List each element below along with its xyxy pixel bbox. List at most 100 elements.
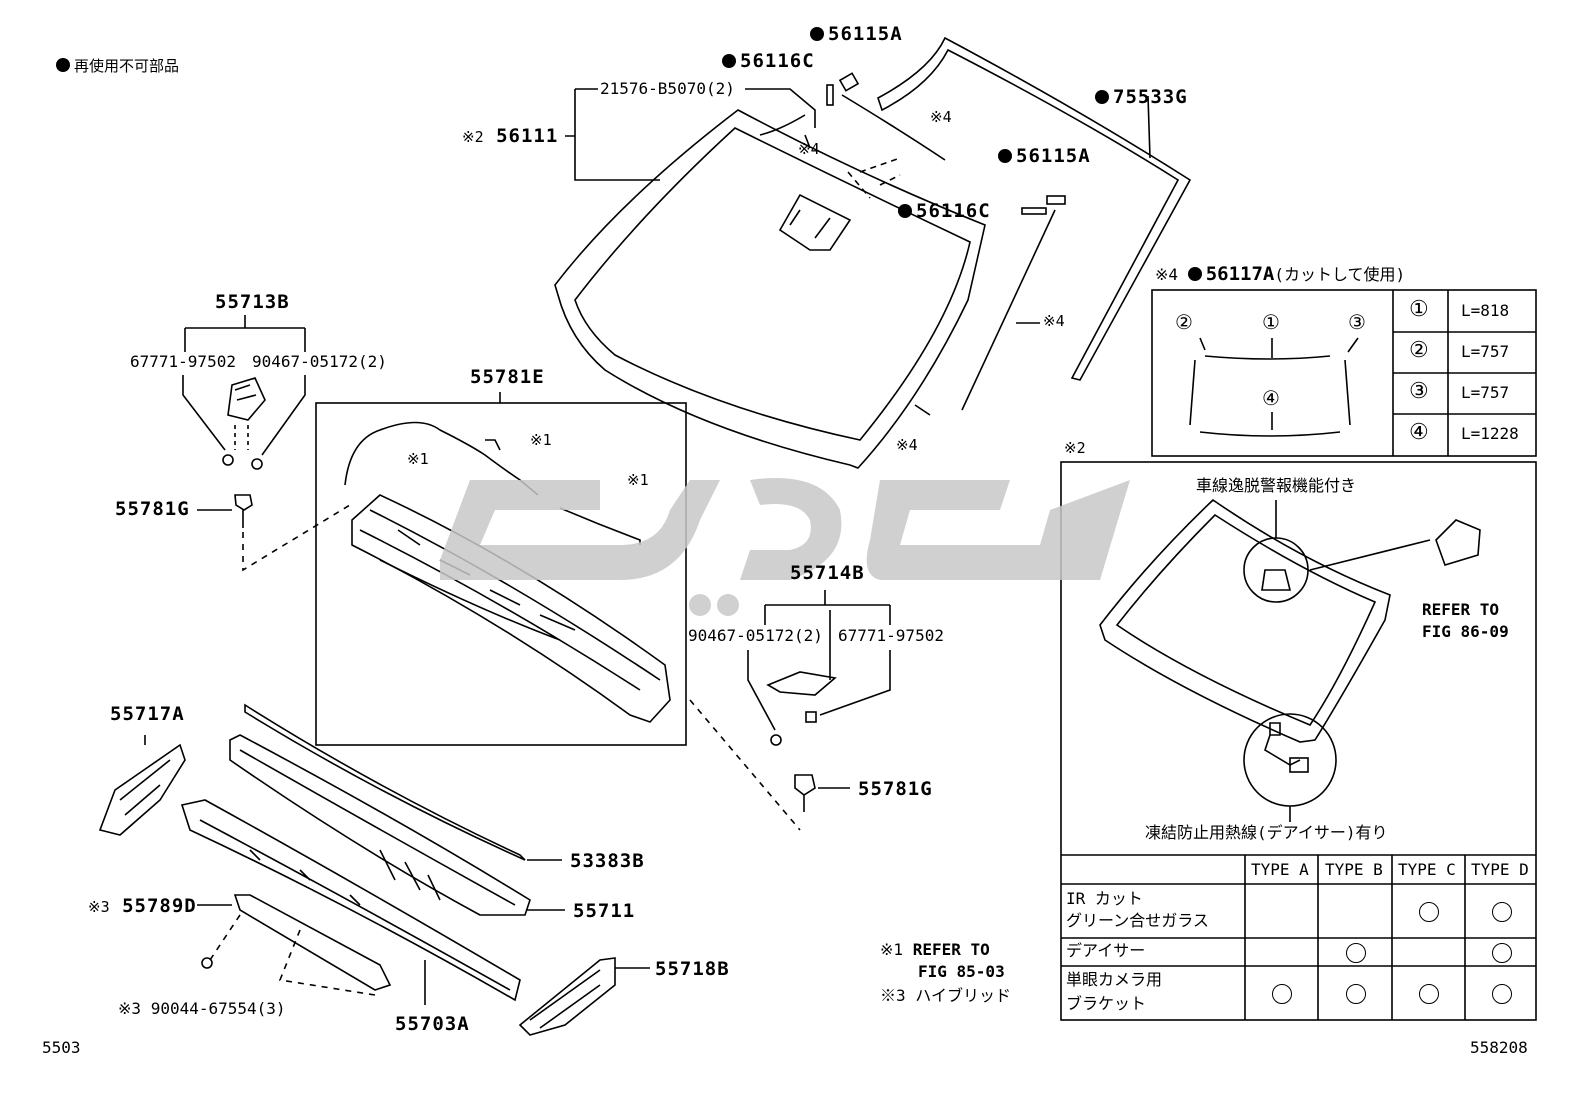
bullet-icon [1095,90,1109,104]
note-3: ※3 ハイブリッド [880,986,1011,1005]
type-row-label: デアイサー [1066,941,1146,960]
mark-4a: ※4 [930,108,952,126]
strip-diagram-num: ③ [1348,310,1366,334]
cowl-panel [351,494,671,723]
note-1-fig: FIG 85-03 [918,962,1005,981]
type-row-label: IR カット [1066,889,1143,908]
mark-2: ※2 [1064,439,1086,457]
label-53383B: 53383B [570,850,645,872]
watermark [440,478,1130,616]
legend-text: 再使用不可部品 [74,57,180,75]
mark-1c: ※1 [627,471,649,489]
type-row-label: 単眼カメラ用 [1066,970,1163,989]
inset-lane-label: 車線逸脱警報機能付き [1196,476,1357,495]
type-circle-mark [1492,902,1512,922]
mark-1a: ※1 [530,431,552,449]
type-header: TYPE C [1398,860,1456,879]
inset-box [1060,461,1537,1021]
strip-row-len: L=1228 [1461,424,1519,443]
cowl-top-55703A [180,799,521,1002]
bullet-icon [722,54,736,68]
inset-refer: REFER TO [1422,600,1500,619]
strip-row-len: L=818 [1461,301,1510,320]
strip-row-num: ② [1409,338,1429,363]
inset-windshield [1099,498,1391,743]
windshield-outer [554,109,986,469]
strip-diagram-num: ② [1175,310,1193,334]
bullet-icon [998,149,1012,163]
label-90467-right: 90467-05172(2) [688,626,823,645]
label-55781E: 55781E [470,366,545,388]
type-circle-mark [1419,902,1439,922]
note-1: ※1 REFER TO [880,940,990,959]
footer-left-code: 5503 [42,1038,81,1057]
inset-deicer-label: 凍結防止用熱線(デアイサー)有り [1145,823,1388,842]
bracket-55714B [766,671,837,696]
camera-cover [1435,519,1481,566]
label-56115A-mid: 56115A [998,147,1091,166]
panel-55789D [233,894,392,991]
strip-title: ※4 56117A(カットして使用) [1155,263,1406,285]
legend: 再使用不可部品 [56,58,179,74]
windshield-inner [574,127,971,441]
bullet-icon [810,27,824,41]
type-circle-mark [1419,984,1439,1004]
label-90044: ※3 90044-67554(3) [118,999,286,1018]
type-header: TYPE B [1325,860,1383,879]
bolt-55781G-right [794,774,816,812]
weatherstrip-53383B [244,703,526,861]
inset-refer-fig: FIG 86-09 [1422,622,1509,641]
label-67771-left: 67771-97502 [130,352,236,371]
type-circle-mark [1492,943,1512,963]
strip-row-num: ① [1409,297,1429,322]
bullet-icon [56,58,70,72]
type-circle-mark [1346,943,1366,963]
strip-left [759,114,806,136]
strip-diagram-num: ④ [1262,386,1280,410]
label-55713B: 55713B [215,291,290,313]
type-row-label: ブラケット [1066,994,1147,1013]
label-75533G: 75533G [1095,88,1188,107]
label-56116C-mid: 56116C [898,202,991,221]
strip-row-len: L=757 [1461,342,1510,361]
strip-row-num: ④ [1409,420,1429,445]
label-56111: ※2 56111 [462,125,559,147]
bracket-55718B [518,957,616,1036]
mark-4b: ※4 [798,140,820,158]
label-55789D: ※3 55789D [88,895,197,917]
label-55703A: 55703A [395,1013,470,1035]
label-56116C-top: 56116C [722,52,815,71]
label-56115A-top: 56115A [810,25,903,44]
camera-bracket [778,193,852,251]
mark-1b: ※1 [407,450,429,468]
label-21576: 21576-B5070(2) [600,79,735,98]
bullet-icon [898,204,912,218]
strip-right [961,209,1056,411]
footer-right-code: 558208 [1470,1038,1528,1057]
strip-top [841,94,946,161]
label-55718B: 55718B [655,958,730,980]
clip-56116C-mid [1021,207,1047,215]
strip-diagram-num: ① [1262,310,1280,334]
strip-row-len: L=757 [1461,383,1510,402]
type-row-label: グリーン合せガラス [1066,911,1209,930]
label-55714B: 55714B [790,562,865,584]
clip-56116C-top [826,84,834,106]
molding-75533G [877,36,1192,381]
bolt-55781G-left [234,494,253,528]
type-header: TYPE A [1251,860,1309,879]
label-55717A: 55717A [110,703,185,725]
label-55781G-right: 55781G [858,778,933,800]
mark-4c: ※4 [1043,312,1065,330]
label-55781G-left: 55781G [115,498,190,520]
type-circle-mark [1492,984,1512,1004]
type-header: TYPE D [1471,860,1529,879]
strip-row-num: ③ [1409,379,1429,404]
label-55711: 55711 [573,900,636,922]
bracket-55713B [227,377,266,421]
cowl-louver-55711 [229,734,531,916]
clip-56115A-top [838,72,860,92]
cowl-box [315,402,687,746]
